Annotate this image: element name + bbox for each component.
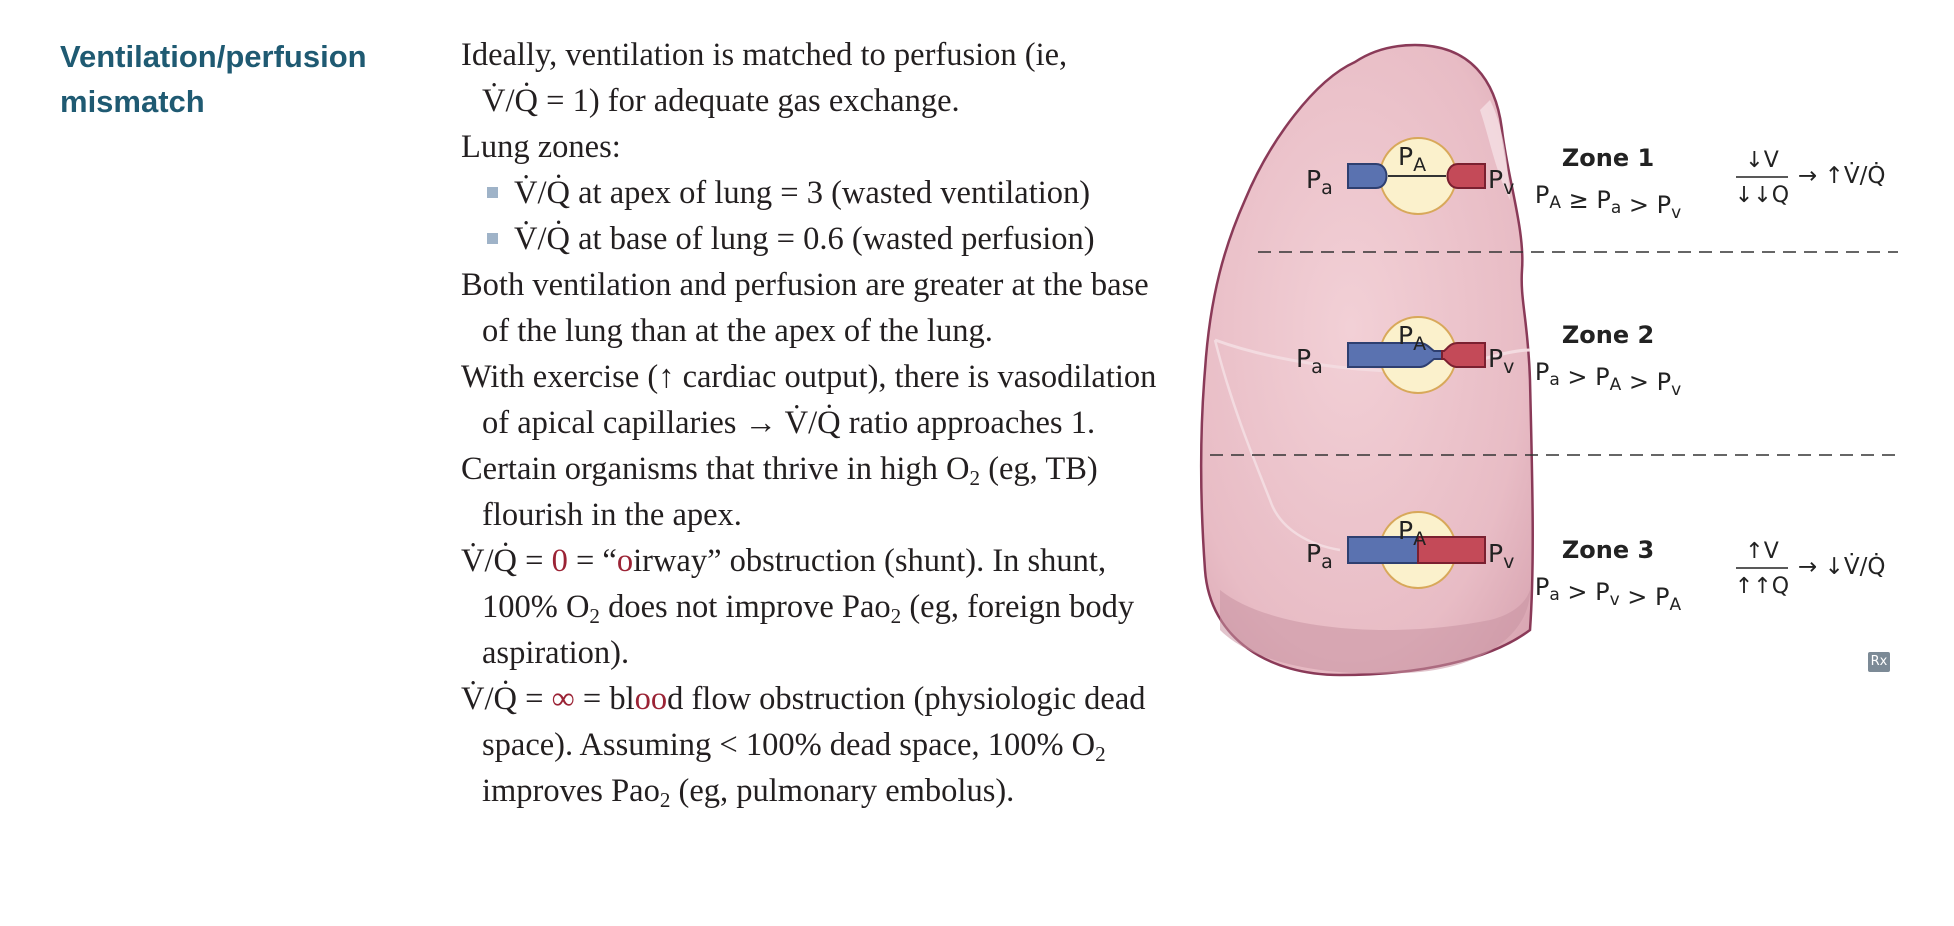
zone-3-vq-fraction: ↑V ↑↑Q → ↓V̇/Q̇ <box>1735 539 1886 599</box>
svg-text:PA: PA <box>1398 142 1426 176</box>
zone-2-title: Zone 2 <box>1562 321 1654 349</box>
paragraph-matched: Ideally, ventilation is matched to perfu… <box>461 37 1068 119</box>
vq-symbol: V̇/Q̇ <box>461 681 517 717</box>
section-heading: Ventilation/perfusion mismatch <box>60 34 420 124</box>
zone-1-vq-result: → ↑V̇/Q̇ <box>1798 162 1885 189</box>
body-text: Ideally, ventilation is matched to perfu… <box>461 32 1181 814</box>
zone-3-title: Zone 3 <box>1562 536 1654 564</box>
zone-2-pressure-ven-label: Pv <box>1488 344 1514 378</box>
vq-symbol: V̇/Q̇ <box>461 543 517 579</box>
svg-text:↓V: ↓V <box>1745 148 1779 173</box>
paragraph-dead-space: V̇/Q̇ = ∞ = blood flow obstruction (phys… <box>461 681 1146 812</box>
zone-3-relation: Pa > Pv > PA <box>1535 573 1682 615</box>
zone-1-pressure-ven-label: Pv <box>1488 165 1514 199</box>
zone-2-pressure-art-label: Pa <box>1296 344 1323 378</box>
zone-1-title: Zone 1 <box>1562 144 1654 172</box>
paragraph-shunt: V̇/Q̇ = 0 = “oirway” obstruction (shunt)… <box>461 543 1135 671</box>
zone-1-pressure-a-label: PA <box>1398 142 1426 176</box>
lung-highlight <box>1480 100 1510 200</box>
zone-1-vq-fraction: ↓V ↓↓Q → ↑V̇/Q̇ <box>1735 148 1886 208</box>
paragraph-exercise: With exercise (↑ cardiac output), there … <box>461 359 1157 441</box>
heading-line-2: mismatch <box>60 84 205 119</box>
svg-text:↓↓Q: ↓↓Q <box>1735 183 1789 208</box>
zone-2-pressure-a-label: PA <box>1398 321 1426 355</box>
lung-shadow <box>1220 590 1530 674</box>
svg-text:Pa: Pa <box>1296 344 1323 378</box>
svg-text:Pv: Pv <box>1488 539 1514 573</box>
zone-2-relation: Pa > PA > Pv <box>1535 358 1681 400</box>
bullet-list: V̇/Q̇ at apex of lung = 3 (wasted ventil… <box>461 170 1181 262</box>
zone-2-alveolus-diagram <box>1347 316 1486 394</box>
vq-symbol: V̇/Q̇ <box>482 83 538 119</box>
bullet-square-icon <box>487 187 498 198</box>
vq-symbol: V̇/Q̇ <box>784 405 841 441</box>
svg-text:Pa: Pa <box>1306 539 1333 573</box>
svg-text:Pa: Pa <box>1306 165 1333 199</box>
svg-text:PA: PA <box>1398 516 1426 550</box>
zone-3-pressure-a-label: PA <box>1398 516 1426 550</box>
zone-1-pressure-art-label: Pa <box>1306 165 1333 199</box>
bullet-base: V̇/Q̇ at base of lung = 0.6 (wasted perf… <box>461 216 1181 262</box>
svg-text:↑V: ↑V <box>1745 539 1779 564</box>
paragraph-gradient: Both ventilation and perfusion are great… <box>461 267 1149 349</box>
bullet-apex: V̇/Q̇ at apex of lung = 3 (wasted ventil… <box>461 170 1181 216</box>
zone-3-pressure-ven-label: Pv <box>1488 539 1514 573</box>
zone-3-alveolus-diagram <box>1347 511 1486 589</box>
zone-1-alveolus-diagram <box>1347 137 1486 215</box>
svg-text:Pv: Pv <box>1488 165 1514 199</box>
lung-zones-figure: PA Pa Pv PA Pa Pv PA Pa Pv Zone 1 Zone 2… <box>1190 30 1930 690</box>
bullet-square-icon <box>487 233 498 244</box>
rx-badge-icon: Rx <box>1868 652 1890 672</box>
svg-text:PA: PA <box>1398 321 1426 355</box>
zone-3-pressure-art-label: Pa <box>1306 539 1333 573</box>
paragraph-organisms: Certain organisms that thrive in high O2… <box>461 451 1098 533</box>
svg-text:↑↑Q: ↑↑Q <box>1735 574 1789 599</box>
zone-3-vq-result: → ↓V̇/Q̇ <box>1798 553 1885 580</box>
lung-zones-svg: PA Pa Pv PA Pa Pv PA Pa Pv Zone 1 Zone 2… <box>1200 43 1900 677</box>
vq-symbol: V̇/Q̇ <box>514 175 570 211</box>
heading-line-1: Ventilation/perfusion <box>60 39 367 74</box>
zone-1-relation: PA ≥ Pa > Pv <box>1535 181 1681 223</box>
vq-symbol: V̇/Q̇ <box>514 221 570 257</box>
paragraph-lung-zones: Lung zones: <box>461 129 621 165</box>
svg-text:Pv: Pv <box>1488 344 1514 378</box>
lung-fissure-lower <box>1213 339 1341 552</box>
